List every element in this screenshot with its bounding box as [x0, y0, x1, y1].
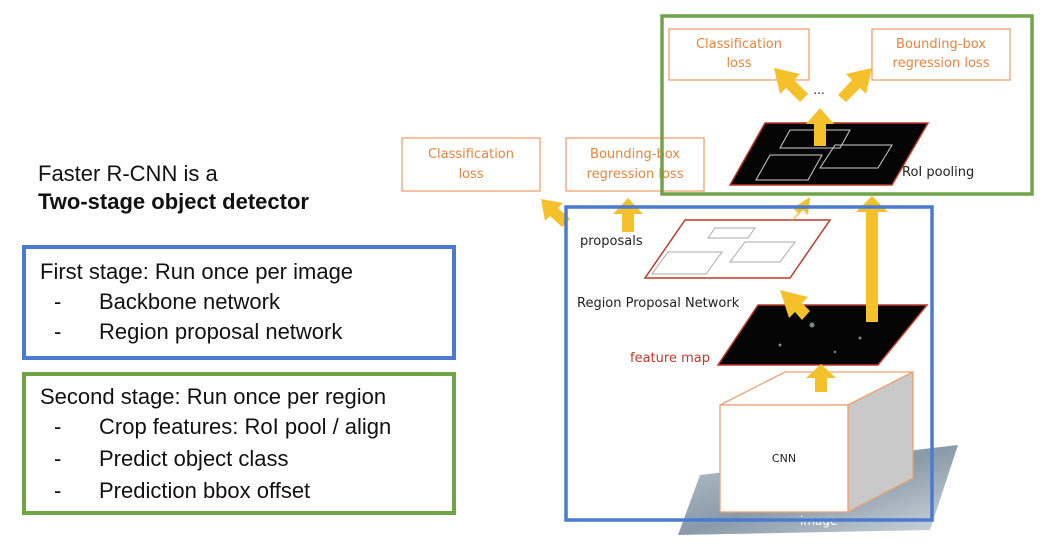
- roi-box: [819, 144, 893, 169]
- first-stage-diagram-box: [564, 205, 934, 522]
- second-stage-item: -Crop features: RoI pool / align: [54, 414, 392, 439]
- svg-text:regression loss: regression loss: [893, 56, 990, 71]
- mid-bbox-loss-box: Bounding-box regression loss: [565, 137, 705, 192]
- intro-text: Faster R-CNN is a Two-stage object detec…: [38, 160, 309, 216]
- roi-box: [779, 129, 851, 149]
- second-stage-diagram-box: [660, 14, 1034, 196]
- svg-text:Bounding-box: Bounding-box: [896, 37, 986, 52]
- svg-text:regression loss: regression loss: [587, 167, 684, 182]
- first-stage-item: -Backbone network: [54, 289, 280, 314]
- proposal-box: [707, 227, 756, 239]
- proposal-box: [729, 241, 796, 263]
- first-stage-item: -Region proposal network: [54, 319, 343, 344]
- second-stage-item: -Prediction bbox offset: [54, 478, 311, 503]
- intro-line2: Two-stage object detector: [38, 189, 309, 214]
- arrow-diag: [790, 197, 810, 222]
- roi-box: [755, 154, 823, 181]
- second-stage-title: Second stage: Run once per region: [40, 384, 387, 409]
- proposal-box: [651, 251, 723, 275]
- feature-map-label: feature map: [630, 351, 710, 366]
- second-stage-item: -Predict object class: [54, 446, 289, 471]
- arrow-up: [806, 364, 836, 392]
- rpn-label: Region Proposal Network: [577, 296, 740, 311]
- mid-classification-loss-box: Classification loss: [401, 137, 541, 192]
- svg-text:Classification: Classification: [696, 37, 782, 52]
- top-bbox-loss-box: Bounding-box regression loss: [871, 28, 1011, 81]
- intro-line1: Faster R-CNN is a: [38, 161, 218, 186]
- svg-text:loss: loss: [458, 167, 483, 182]
- svg-text:Bounding-box: Bounding-box: [590, 147, 680, 162]
- arrow-diag: [838, 68, 872, 102]
- proposals-label: proposals: [580, 234, 643, 249]
- arrow-up-tall: [856, 196, 888, 322]
- arrow-diag: [774, 68, 808, 102]
- ellipsis-label: ...: [813, 83, 824, 97]
- arrow-diag: [780, 290, 810, 320]
- roi-pooling-label: RoI pooling: [902, 165, 974, 180]
- first-stage-title: First stage: Run once per image: [40, 259, 354, 284]
- first-stage-box: First stage: Run once per image -Backbon…: [22, 245, 456, 360]
- second-stage-box: Second stage: Run once per region -Crop …: [22, 372, 456, 515]
- flow-arrows: [541, 68, 888, 392]
- cnn-label: CNN: [772, 452, 796, 465]
- proposals-plane: [643, 219, 832, 279]
- cnn-block: CNN: [719, 370, 914, 514]
- svg-text:Classification: Classification: [428, 147, 514, 162]
- arrow-diag: [541, 199, 570, 227]
- feature-map: [716, 304, 929, 366]
- arrow-up: [613, 198, 643, 232]
- svg-text:loss: loss: [726, 56, 751, 71]
- arrow-up: [806, 108, 834, 146]
